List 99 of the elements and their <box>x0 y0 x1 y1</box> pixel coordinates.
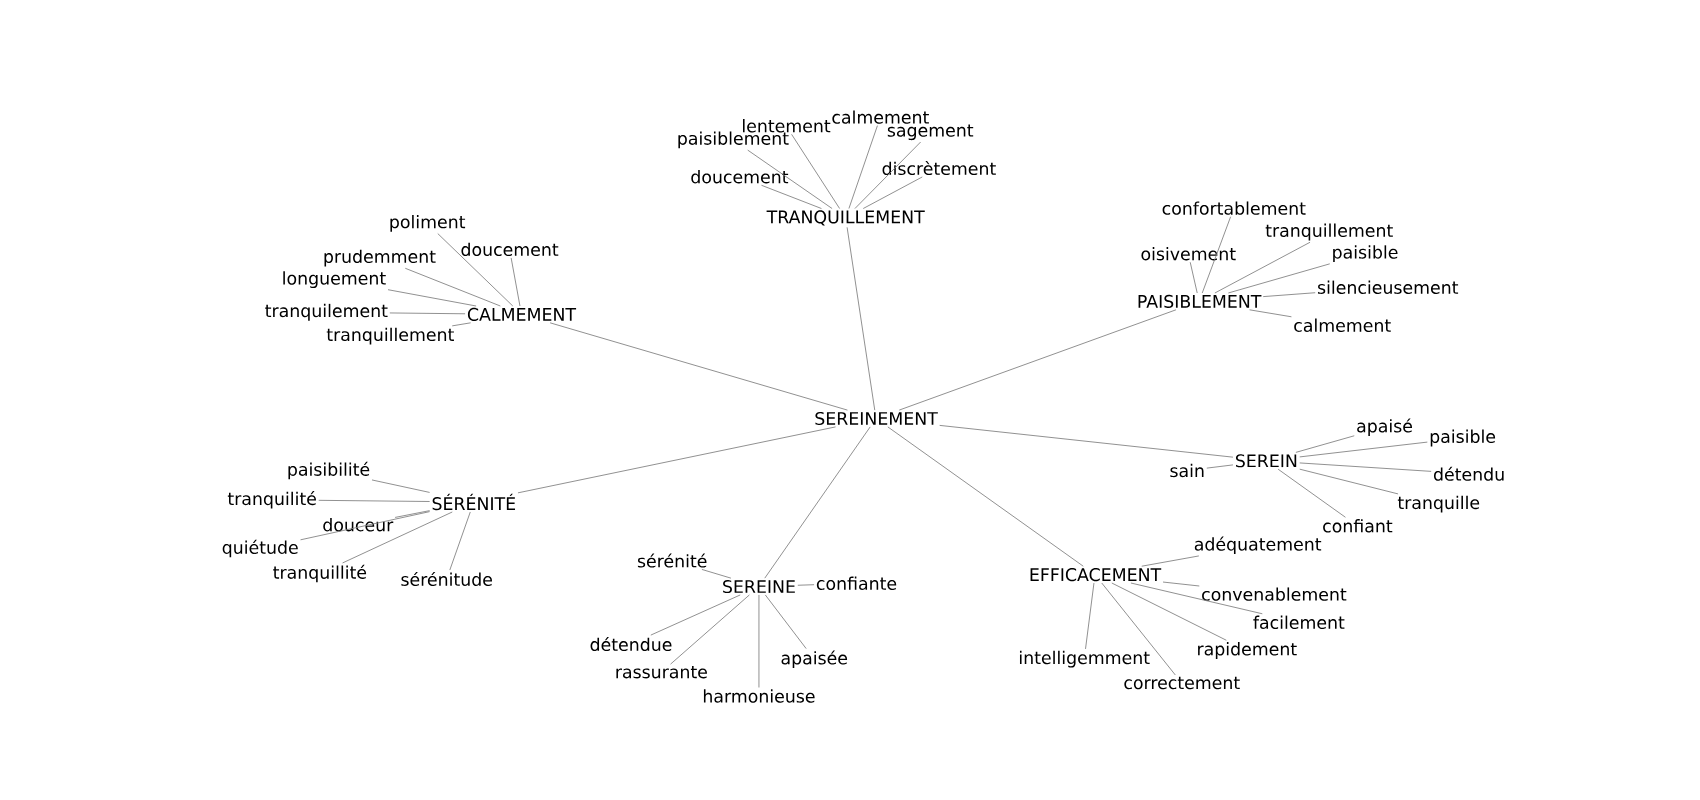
connector-line <box>404 267 501 307</box>
word-label: calmement <box>832 110 929 124</box>
word-label: tranquillité <box>273 564 367 583</box>
connector-line <box>670 594 750 665</box>
word-label: tranquille <box>1397 495 1480 513</box>
word-label: paisibilité <box>288 461 370 480</box>
word-label: convenablement <box>1202 587 1347 601</box>
word-label: confiant <box>1323 519 1393 533</box>
word-label: longuement <box>283 271 386 289</box>
word-label: tranquillement <box>1265 223 1393 241</box>
word-label: détendue <box>590 636 672 651</box>
word-label: sagement <box>887 124 974 141</box>
connector-line <box>451 322 472 327</box>
word-label: doucement <box>461 242 559 256</box>
hub-word: TRANQUILLEMENT <box>766 210 925 226</box>
connector-line <box>701 568 732 579</box>
connector-line <box>1299 462 1432 472</box>
connector-line <box>1162 581 1200 587</box>
connector-line <box>449 511 471 571</box>
connector-line <box>797 584 815 586</box>
word-label: calmement <box>1294 318 1391 332</box>
word-label: confortablement <box>1162 201 1306 215</box>
connector-line <box>318 499 431 502</box>
word-label: tranquilité <box>227 491 316 509</box>
word-label: silencieusement <box>1318 280 1459 294</box>
connector-line <box>300 511 431 541</box>
word-label: discrètement <box>882 160 996 176</box>
connector-line <box>1227 263 1331 294</box>
word-label: correctement <box>1124 676 1240 690</box>
connector-line <box>1277 468 1346 518</box>
hub-word: EFFICACEMENT <box>1030 568 1162 582</box>
connector-line <box>764 426 871 579</box>
central-word: SEREINEMENT <box>815 411 938 425</box>
connector-line <box>747 149 833 209</box>
word-label: sérénitude <box>401 571 492 586</box>
word-label: détendu <box>1433 466 1504 481</box>
word-label: lentement <box>743 119 831 133</box>
word-label: confiante <box>816 576 897 590</box>
word-label: sain <box>1170 463 1204 478</box>
word-label: oisivement <box>1141 246 1236 261</box>
connector-line <box>549 322 848 411</box>
connector-line <box>1085 582 1095 650</box>
connector-line <box>898 309 1177 411</box>
connector-line <box>848 125 878 209</box>
word-label: sérénité <box>637 553 707 568</box>
connector-line <box>1249 309 1292 318</box>
word-label: douceur <box>323 518 394 532</box>
word-label: intelligemment <box>1020 650 1150 668</box>
hub-word: SÉRÉNITÉ <box>432 493 515 511</box>
connector-line <box>1201 216 1232 294</box>
word-label: apaisée <box>781 650 848 668</box>
connector-line <box>1101 582 1176 676</box>
connector-line <box>758 594 760 688</box>
word-label: paisible <box>1430 429 1496 447</box>
connector-line <box>761 184 822 209</box>
word-label: rapidement <box>1198 642 1297 659</box>
connector-line <box>389 312 466 315</box>
connector-line <box>371 479 431 493</box>
connector-line <box>1141 555 1200 567</box>
hub-word: SEREIN <box>1235 454 1297 468</box>
word-label: paisiblement <box>678 131 789 149</box>
connector-line <box>1295 435 1355 453</box>
connector-line <box>791 133 841 209</box>
connector-line <box>394 510 431 518</box>
hub-word: PAISIBLEMENT <box>1138 294 1262 308</box>
connector-line <box>887 426 1084 567</box>
hub-word: SEREINE <box>723 579 795 594</box>
word-label: tranquillement <box>326 327 454 345</box>
word-label: rassurante <box>616 665 707 679</box>
connector-line <box>510 257 521 307</box>
word-label: prudemment <box>324 249 436 267</box>
connector-line <box>1299 468 1399 495</box>
word-label: harmonieuse <box>703 689 815 703</box>
word-label: apaisé <box>1357 418 1412 436</box>
connector-line <box>517 426 837 494</box>
word-label: paisible <box>1333 245 1398 263</box>
word-label: poliment <box>390 214 466 232</box>
word-label: doucement <box>691 169 789 184</box>
word-label: tranquilement <box>265 303 388 321</box>
word-label: quiétude <box>222 539 298 558</box>
connector-line <box>1189 261 1198 294</box>
connector-line <box>1111 582 1227 641</box>
hub-word: CALMEMENT <box>467 307 577 321</box>
connector-line <box>862 176 923 209</box>
connector-line <box>1214 241 1311 294</box>
connector-line <box>854 141 922 209</box>
connector-line <box>1130 582 1263 615</box>
connector-line <box>846 226 876 411</box>
connector-line <box>1299 441 1428 458</box>
connector-line <box>437 233 514 307</box>
connector-line <box>1262 292 1316 297</box>
connector-line <box>1206 464 1234 469</box>
connector-line <box>764 594 807 649</box>
connector-line <box>650 594 741 636</box>
word-label: facilement <box>1253 615 1345 629</box>
connector-line <box>387 289 477 307</box>
word-label: adéquatement <box>1194 536 1322 554</box>
connector-line <box>939 424 1234 458</box>
connector-line <box>342 511 453 564</box>
